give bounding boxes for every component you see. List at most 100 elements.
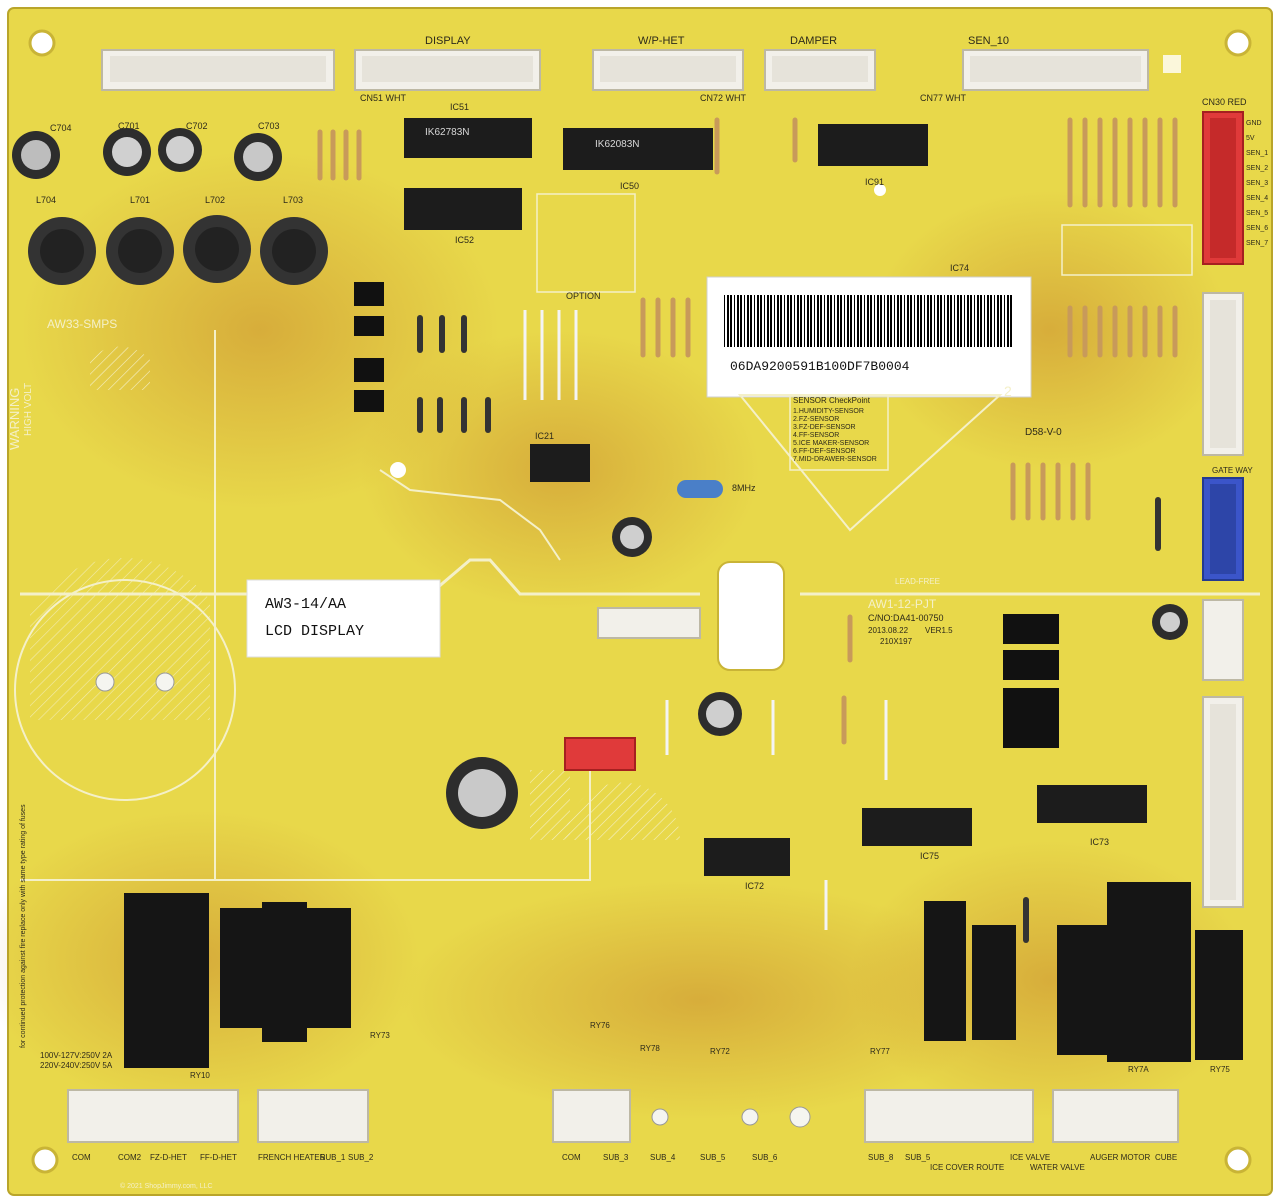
- board-size: 210X197: [880, 637, 913, 646]
- sensor-check-item-6: 6.FF-DEF-SENSOR: [793, 448, 856, 455]
- bottom-label-ice-cover: ICE COVER ROUTE: [930, 1163, 1005, 1172]
- board-date: 2013.08.22: [868, 626, 909, 635]
- sensor-check-item-4: 4.FF-SENSOR: [793, 432, 840, 439]
- connector-cn70: [101, 49, 335, 91]
- connector-code-cn72: CN72 WHT: [700, 93, 747, 103]
- connector-sen10: [962, 49, 1149, 91]
- ic-label-2: IK62083N: [595, 139, 640, 150]
- revision-mark: 2: [1004, 383, 1012, 399]
- bottom-label-water-valve: WATER VALVE: [1030, 1163, 1085, 1172]
- right-pin-3: SEN_1: [1246, 150, 1269, 157]
- bottom-label-fz-d-het: FZ-D-HET: [150, 1153, 187, 1162]
- connector-label-wp-het: W/P-HET: [638, 35, 685, 47]
- bottom-label-ice-valve: ICE VALVE: [1010, 1153, 1051, 1162]
- sticker-line-1: AW3-14/AA: [265, 596, 347, 613]
- bottom-label-french-heater: FRENCH HEATER: [258, 1153, 326, 1162]
- connector-bottom-5: [1052, 1089, 1179, 1143]
- relays: [124, 882, 1243, 1068]
- cap-label-c702: C702: [186, 121, 208, 131]
- connector-code-cn30: CN30 RED: [1202, 97, 1247, 107]
- bottom-label-sub3: SUB_3: [603, 1153, 629, 1162]
- connector-bottom-4: [864, 1089, 1034, 1143]
- bottom-label-sub5: SUB_5: [700, 1153, 726, 1162]
- connector-bottom-1: [67, 1089, 239, 1143]
- relay-label-8: RY75: [1210, 1065, 1230, 1074]
- ind-label-l701: L701: [130, 195, 151, 205]
- jumper-wires: [523, 310, 888, 930]
- bottom-label-sub8: SUB_8: [868, 1153, 894, 1162]
- connector-code-cn51: CN51 WHT: [360, 93, 407, 103]
- right-pin-5: SEN_3: [1246, 180, 1269, 187]
- sensor-check-item-1: 1.HUMIDITY-SENSOR: [793, 408, 864, 415]
- ic-label-ic75: IC75: [920, 851, 940, 861]
- copyright-text: © 2021 ShopJimmy.com, LLC: [120, 1183, 213, 1190]
- board-part-no: C/NO:DA41-00750: [868, 613, 944, 623]
- option-label: OPTION: [566, 291, 601, 301]
- right-pin-1: GND: [1246, 120, 1262, 127]
- relay-label-6: RY78: [640, 1044, 660, 1053]
- sensor-check-item-5: 5.ICE MAKER-SENSOR: [793, 440, 870, 447]
- power-transistors: [354, 282, 1059, 748]
- bottom-label-auger-motor: AUGER MOTOR: [1090, 1153, 1151, 1162]
- relay-label-3: RY73: [370, 1031, 390, 1040]
- fuse-caution: for continued protection against fire re…: [20, 804, 27, 1048]
- relay-label-1: RY10: [190, 1071, 210, 1080]
- cert-mark: D58-V-0: [1025, 427, 1062, 438]
- resistor-arrays: [317, 117, 1178, 745]
- connector-small-cn: [597, 607, 701, 639]
- relay-label-7: RY7A: [1128, 1065, 1149, 1074]
- capacitor-bank: [12, 128, 282, 181]
- sensor-check-item-7: 7.MID-DRAWER-SENSOR: [793, 456, 877, 463]
- connector-bottom-2: [257, 1089, 369, 1143]
- bottom-label-com-b: COM: [562, 1153, 581, 1162]
- lead-free-mark: LEAD-FREE: [895, 577, 940, 586]
- connector-code-cn77: CN77 WHT: [920, 93, 967, 103]
- cap-label-c703: C703: [258, 121, 280, 131]
- right-pin-6: SEN_4: [1246, 195, 1269, 202]
- crystal-8mhz: [677, 480, 723, 498]
- bottom-label-sub2: SUB_2: [348, 1153, 374, 1162]
- bottom-label-sub5-b: SUB_5: [905, 1153, 931, 1162]
- gate-way-label: GATE WAY: [1212, 466, 1253, 475]
- ic-label-ic52: IC52: [455, 235, 475, 245]
- mount-hole: [31, 1146, 59, 1174]
- diodes: [417, 315, 1161, 943]
- mount-hole: [28, 29, 56, 57]
- warning-label: WARNING: [7, 387, 22, 450]
- board-id: AW1-12-PJT: [868, 597, 937, 611]
- ic-label-ic50: IC50: [620, 181, 640, 191]
- connector-damper: [764, 49, 876, 91]
- relay-label-2: RY76: [590, 1021, 610, 1030]
- bottom-label-sub6: SUB_6: [752, 1153, 778, 1162]
- ic-label-1: IK62783N: [425, 127, 470, 138]
- ind-label-l703: L703: [283, 195, 304, 205]
- bottom-label-com2: COM2: [118, 1153, 142, 1162]
- mount-hole: [1224, 29, 1252, 57]
- right-pin-7: SEN_5: [1246, 210, 1269, 217]
- bottom-label-cube: CUBE: [1155, 1153, 1178, 1162]
- board-version: VER1.5: [925, 626, 953, 635]
- ic-label-ic72: IC72: [745, 881, 765, 891]
- mount-hole: [1224, 1146, 1252, 1174]
- connector-red-small: [564, 737, 636, 771]
- connector-blue-gateway: [1202, 477, 1244, 581]
- ic-label-ic73: IC73: [1090, 837, 1110, 847]
- connector-display: [354, 49, 541, 91]
- sensor-check-item-3: 3.FZ-DEF-SENSOR: [793, 424, 856, 431]
- ic-label-ic51: IC51: [450, 102, 470, 112]
- right-pin-4: SEN_2: [1246, 165, 1269, 172]
- fuse-rating-2: 220V-240V:250V 5A: [40, 1061, 113, 1070]
- ic-label-ic74: IC74: [950, 263, 970, 273]
- ic-chips: [404, 118, 1147, 876]
- sensor-check-item-2: 2.FZ-SENSOR: [793, 416, 840, 423]
- right-pin-9: SEN_7: [1246, 240, 1269, 247]
- connector-label-damper: DAMPER: [790, 35, 838, 47]
- barcode-label: [706, 276, 1032, 398]
- bottom-label-sub1: SUB_1: [320, 1153, 346, 1162]
- bottom-label-ff-d-het: FF-D-HET: [200, 1153, 237, 1162]
- board-cutout: [717, 561, 785, 671]
- right-pin-8: SEN_6: [1246, 225, 1269, 232]
- connector-cn78: [1202, 696, 1244, 908]
- relay-label-5: RY77: [870, 1047, 890, 1056]
